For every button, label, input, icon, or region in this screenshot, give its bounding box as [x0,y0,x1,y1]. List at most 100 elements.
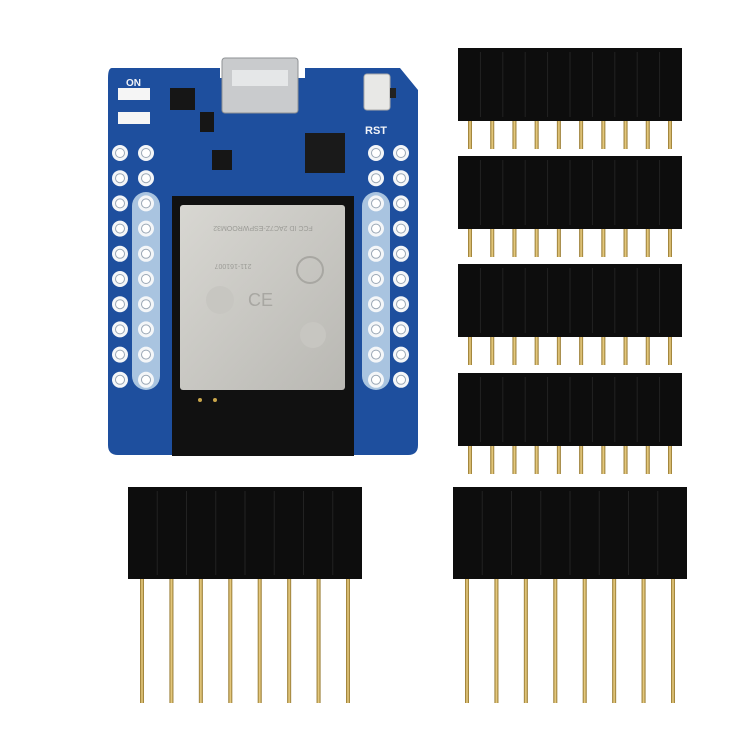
reset-label: RST [365,125,387,137]
header-pin [287,575,292,703]
header-pin [601,117,606,149]
header-pin [582,575,587,703]
header-pin [468,117,472,149]
pin-hole-center [115,274,125,284]
pin-hole-center [115,299,125,310]
header-pin [645,333,650,365]
header-pin [534,225,539,257]
pin-hole-center [371,299,381,310]
pin-header [458,156,682,257]
header-pin [645,225,650,257]
header-pin [534,117,539,149]
pin-hole-center [115,173,125,184]
header-pin [346,575,350,703]
header-pin [198,575,203,703]
header-pin [556,225,561,257]
header-pin [556,442,561,474]
header-pin [623,333,628,365]
pin-header [458,264,682,365]
pin-hole-center [115,198,125,209]
header-pin [512,442,517,474]
pin-hole-center [371,274,381,284]
pin-hole-center [396,299,406,310]
header-pin [468,225,472,257]
pin-header [453,487,687,703]
header-pin [512,333,517,365]
pin-hole-center [141,374,151,385]
pad-strip-right [362,192,390,390]
pin-hole-center [141,299,151,310]
led-label: ON [126,78,141,89]
led [118,112,150,124]
pin-hole-center [396,173,406,184]
antenna-dot [198,398,202,402]
header-pin [579,117,584,149]
header-pin [556,333,561,365]
header-pin [512,225,517,257]
pin-hole-center [115,223,125,234]
header-pin [556,117,561,149]
header-pin [623,117,628,149]
pin-hole-center [396,374,406,385]
header-pin [623,442,628,474]
header-pin [623,225,628,257]
pin-hole-center [141,198,151,209]
pin-hole-center [115,324,125,335]
reset-button [363,73,391,111]
header-pin [468,333,472,365]
header-pin [645,117,650,149]
header-pin [553,575,558,703]
pin-header [458,48,682,149]
pin-hole-center [396,349,406,360]
header-pin [612,575,617,703]
pin-hole-center [141,173,151,184]
pad-strip-left [132,192,160,390]
pin-header [458,373,682,474]
pin-hole-center [371,248,381,259]
pin-hole-center [371,223,381,234]
pin-hole-center [115,374,125,385]
header-pin [512,117,517,149]
pin-headers [128,48,687,703]
diode [200,112,214,132]
header-pin [601,333,606,365]
module-code: 211-161007 [214,262,251,269]
header-pin [468,442,472,474]
pin-hole-center [371,173,381,184]
pin-hole-center [141,248,151,259]
header-pin [523,575,528,703]
pin-hole-center [115,349,125,360]
header-pin [534,442,539,474]
header-pin [579,225,584,257]
wifi-logo-icon [300,322,326,348]
esp32-mini-board: RST ON FCC ID 2AC7Z-ESPWROOM32 211-16100… [108,57,418,456]
header-pin [169,575,174,703]
pin-hole-center [371,349,381,360]
header-pin [668,333,672,365]
pin-hole-center [371,374,381,385]
header-pin [490,442,495,474]
pin-hole-center [141,223,151,234]
pin-hole-center [141,349,151,360]
telec-mark-icon [296,256,324,284]
header-pin [228,575,233,703]
pin-hole-center [371,324,381,335]
pin-hole-center [141,324,151,335]
pin-hole-center [115,148,125,158]
header-pin [668,117,672,149]
module-fcc-id: FCC ID 2AC7Z-ESPWROOM32 [213,224,313,231]
header-pin [601,442,606,474]
pin-hole-center [396,274,406,284]
led [118,88,150,100]
transistor [212,150,232,170]
antenna-dot [213,398,217,402]
pin-hole-center [396,248,406,259]
header-pin [579,442,584,474]
header-pin [465,575,469,703]
header-pin [140,575,144,703]
header-pin [316,575,321,703]
header-pin [641,575,646,703]
header-pin [579,333,584,365]
pin-hole-center [371,148,381,158]
